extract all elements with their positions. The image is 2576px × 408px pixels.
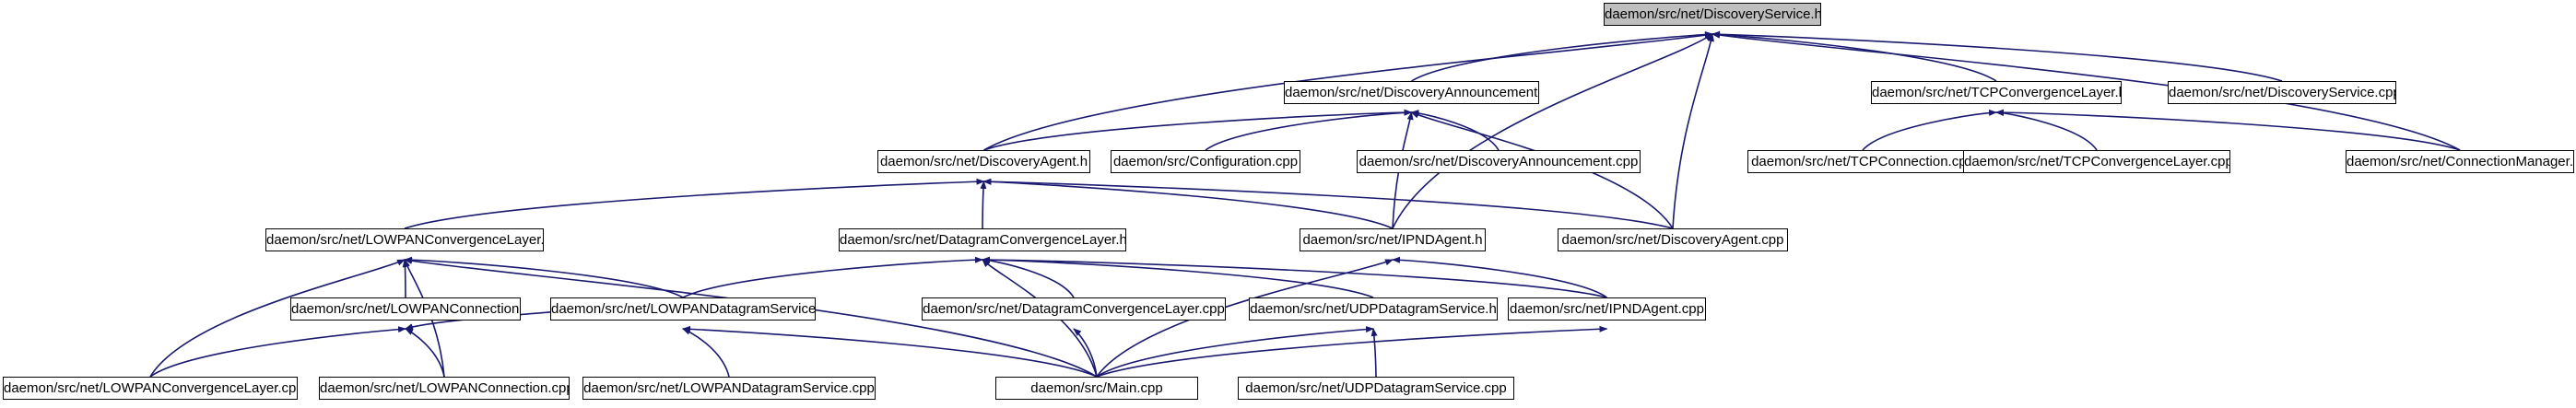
graph-node[interactable]: daemon/src/net/DiscoveryService.h: [1604, 3, 1821, 26]
graph-node[interactable]: daemon/src/net/DiscoveryAnnouncement.h: [1284, 81, 1539, 104]
graph-node[interactable]: daemon/src/net/IPNDAgent.cpp: [1508, 297, 1706, 321]
graph-node[interactable]: daemon/src/net/DiscoveryService.cpp: [2168, 81, 2396, 104]
graph-edge: [682, 256, 983, 298]
graph-node[interactable]: daemon/src/net/ConnectionManager.cpp: [2346, 150, 2574, 173]
graph-edge: [1672, 33, 1714, 229]
graph-edge: [1096, 326, 1374, 378]
graph-edge: [682, 328, 730, 378]
graph-edge: [1711, 31, 1997, 82]
graph-edge: [1205, 109, 1413, 151]
graph-edge: [402, 259, 409, 298]
graph-node[interactable]: daemon/src/Main.cpp: [995, 377, 1198, 400]
graph-edge: [1392, 256, 1607, 298]
graph-edge: [1073, 328, 1098, 378]
graph-node[interactable]: daemon/src/net/UDPDatagramService.h: [1249, 297, 1498, 321]
graph-node[interactable]: daemon/src/net/TCPConvergenceLayer.h: [1871, 81, 2122, 104]
graph-node[interactable]: daemon/src/net/TCPConnection.cpp: [1747, 150, 1978, 173]
graph-edge: [1411, 30, 1713, 82]
graph-edge: [1711, 31, 2461, 151]
graph-node[interactable]: daemon/src/net/LOWPANConvergenceLayer.cp…: [3, 377, 298, 400]
graph-edge: [404, 178, 985, 229]
graph-node[interactable]: daemon/src/net/LOWPANConnection.h: [290, 297, 521, 321]
graph-node[interactable]: daemon/src/net/LOWPANConvergenceLayer.h: [265, 228, 544, 251]
graph-edge: [1862, 109, 1997, 151]
graph-edge: [682, 325, 1098, 378]
graph-node[interactable]: daemon/src/net/DatagramConvergenceLayer.…: [922, 297, 1226, 321]
graph-edge: [405, 328, 445, 378]
graph-edge: [1410, 110, 1500, 151]
graph-edge: [983, 31, 1713, 151]
graph-edge: [149, 326, 406, 378]
graph-edge: [1096, 325, 1608, 378]
graph-node[interactable]: daemon/src/net/LOWPANDatagramService.h: [550, 297, 816, 321]
graph-node[interactable]: daemon/src/net/UDPDatagramService.cpp: [1238, 377, 1514, 400]
graph-node[interactable]: daemon/src/net/DatagramConvergenceLayer.…: [839, 228, 1126, 251]
graph-edge: [1995, 110, 2098, 151]
graph-edge: [982, 256, 1607, 298]
graph-node[interactable]: daemon/src/net/TCPConvergenceLayer.cpp: [1963, 150, 2230, 173]
graph-edge: [1392, 33, 1713, 229]
graph-node[interactable]: daemon/src/net/DiscoveryAgent.h: [877, 150, 1090, 173]
graph-node[interactable]: daemon/src/net/IPNDAgent.h: [1300, 228, 1486, 251]
graph-edge: [982, 178, 1394, 229]
graph-edge: [983, 109, 1413, 151]
graph-node[interactable]: daemon/src/net/LOWPANConnection.cpp: [319, 377, 570, 400]
graph-node[interactable]: daemon/src/Configuration.cpp: [1111, 150, 1300, 173]
graph-node[interactable]: daemon/src/net/LOWPANDatagramService.cpp: [582, 377, 876, 400]
graph-edge: [1096, 259, 1394, 378]
graph-node[interactable]: daemon/src/net/DiscoveryAgent.cpp: [1558, 228, 1788, 251]
graph-node[interactable]: daemon/src/net/DiscoveryAnnouncement.cpp: [1357, 150, 1641, 173]
graph-edge: [982, 178, 1674, 229]
graph-edge: [149, 259, 406, 378]
graph-edge: [1995, 109, 2461, 151]
graph-edge: [404, 256, 684, 298]
graph-edge: [980, 181, 987, 229]
graph-edge: [1370, 328, 1378, 378]
graph-edge: [1711, 30, 2283, 82]
